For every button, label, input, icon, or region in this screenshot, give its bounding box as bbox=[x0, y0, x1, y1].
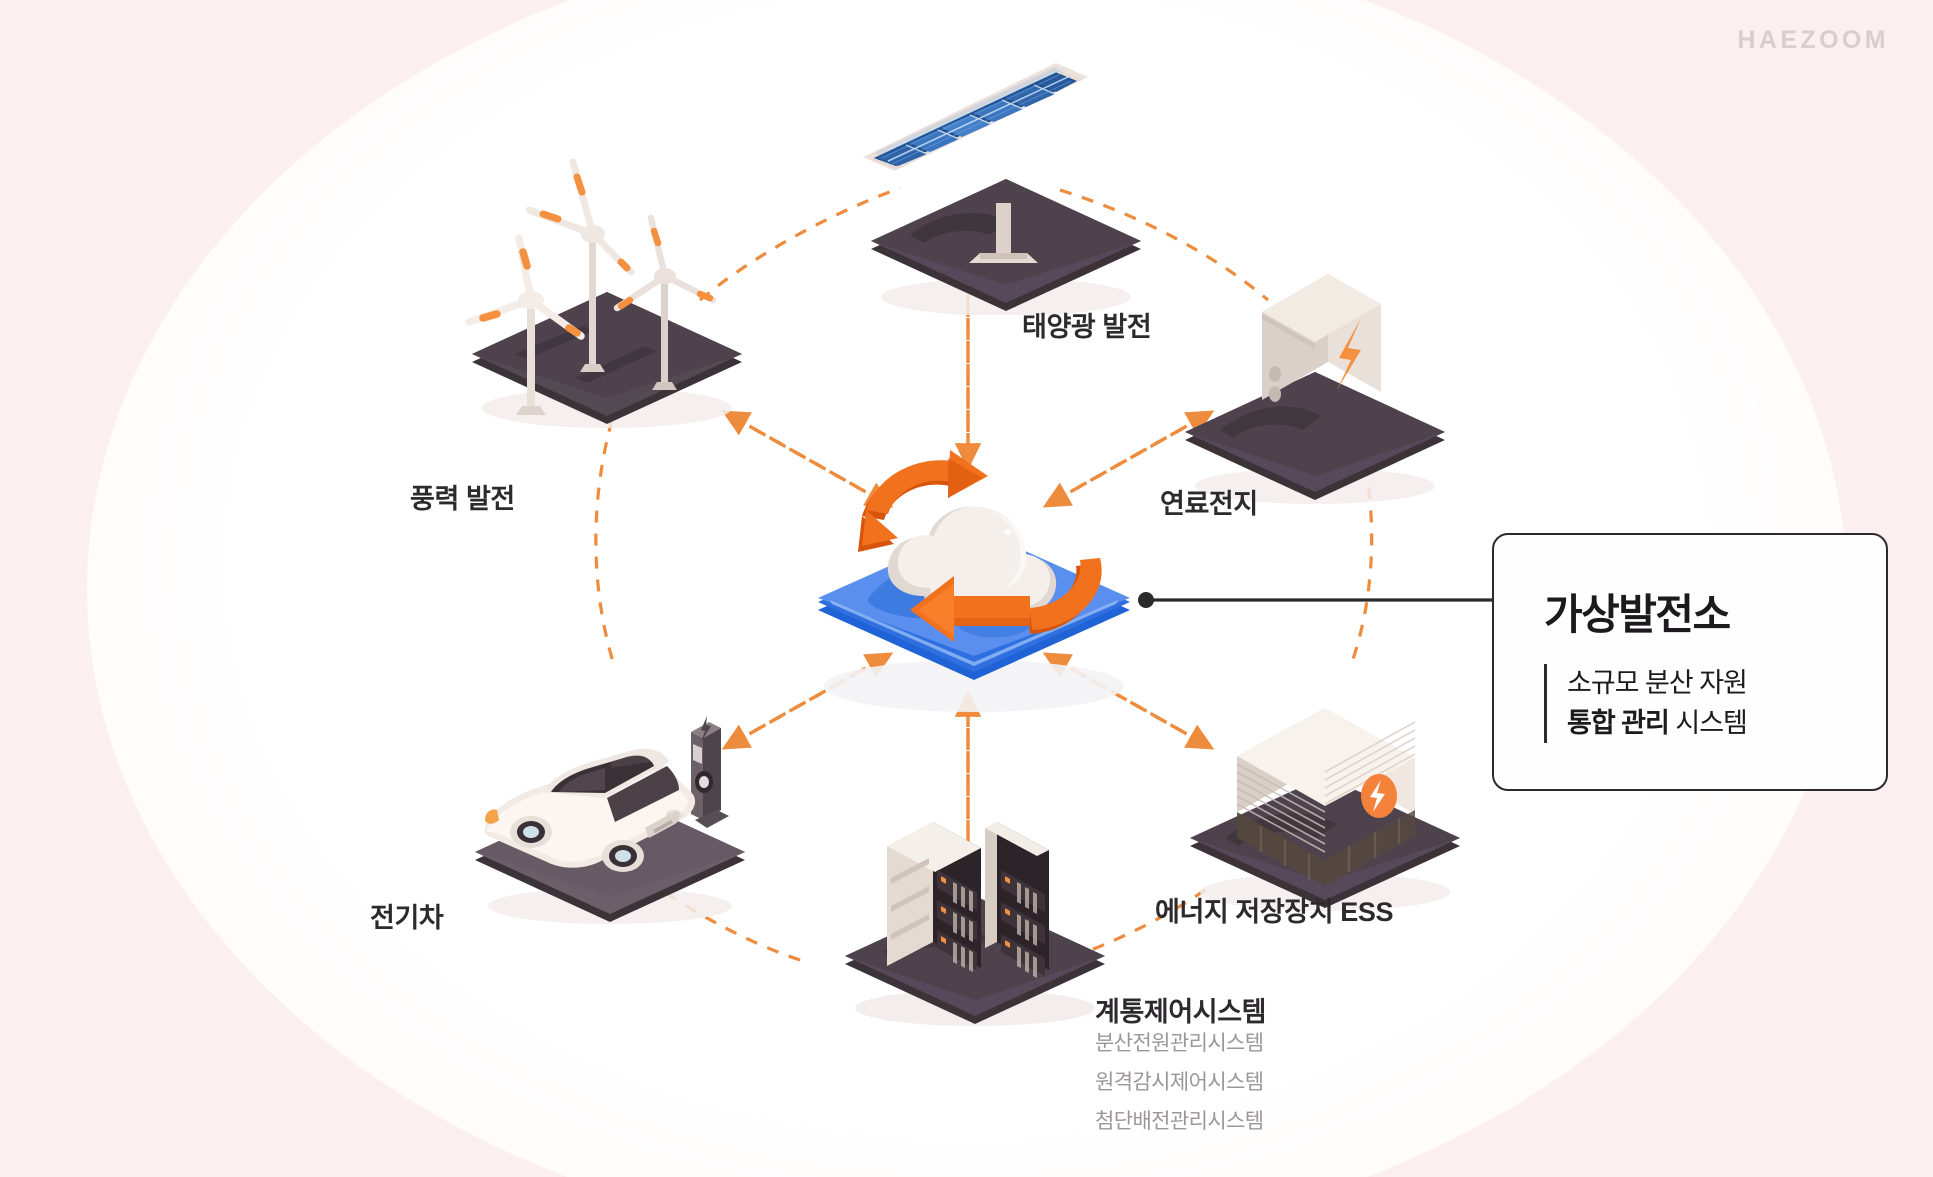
node-sublabel-grid-3: 첨단배전관리시스템 bbox=[1095, 1110, 1264, 1133]
fuel-cell-icon bbox=[1185, 274, 1445, 504]
node-sublabel-grid-1: 분산전원관리시스템 bbox=[1095, 1032, 1264, 1055]
node-label-wind: 풍력 발전 bbox=[410, 484, 515, 514]
haezoom-wordmark: HAEZOOM bbox=[1737, 26, 1889, 54]
callout-line-2-text: 시스템 bbox=[1668, 707, 1748, 738]
electric-vehicle-icon bbox=[475, 716, 745, 924]
node-label-ess: 에너지 저장장치 ESS bbox=[1155, 897, 1394, 927]
node-sublabel-grid-2: 원격감시제어시스템 bbox=[1095, 1071, 1264, 1094]
callout-line-2-bold: 통합 관리 bbox=[1567, 707, 1670, 738]
solar-panel-icon bbox=[863, 63, 1141, 316]
node-label-grid: 계통제어시스템 bbox=[1095, 997, 1267, 1027]
vpp-hub[interactable] bbox=[778, 428, 1178, 733]
node-ess[interactable]: 에너지 저장장치 ESS bbox=[1155, 660, 1485, 927]
callout-line-1: 소규모 분산 자원 bbox=[1567, 664, 1886, 704]
cloud-sync-icon bbox=[818, 450, 1130, 712]
battery-container-icon bbox=[1190, 708, 1460, 911]
node-label-fuelcell: 연료전지 bbox=[1160, 489, 1258, 519]
node-fuelcell[interactable]: 연료전지 bbox=[1160, 250, 1465, 519]
callout-line-2: 통합 관리 시스템 bbox=[1567, 704, 1886, 744]
node-grid[interactable]: 계통제어시스템 분산전원관리시스템 원격감시제어시스템 첨단배전관리시스템 bbox=[825, 770, 1266, 1133]
callout-line-1-text: 소규모 분산 자원 bbox=[1567, 667, 1748, 698]
node-solar[interactable]: 태양광 발전 bbox=[830, 35, 1160, 342]
vpp-callout-card[interactable]: 가상발전소 소규모 분산 자원 통합 관리 시스템 bbox=[1492, 533, 1888, 791]
wind-turbine-icon bbox=[465, 158, 742, 428]
callout-lines: 소규모 분산 자원 통합 관리 시스템 bbox=[1544, 663, 1886, 744]
node-wind[interactable]: 풍력 발전 bbox=[410, 140, 755, 514]
node-label-solar: 태양광 발전 bbox=[1022, 312, 1152, 342]
node-label-ev: 전기차 bbox=[370, 903, 444, 933]
server-rack-icon bbox=[845, 822, 1105, 1026]
callout-title: 가상발전소 bbox=[1544, 590, 1731, 638]
node-ev[interactable]: 전기차 bbox=[370, 680, 765, 935]
